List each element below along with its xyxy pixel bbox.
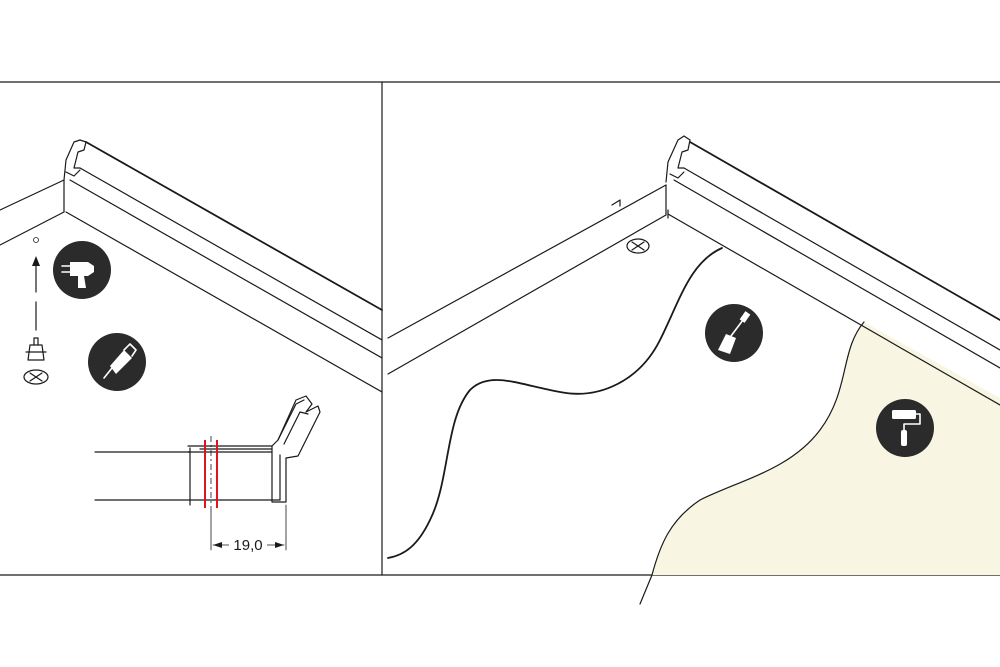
right-panel [387, 135, 1000, 605]
left-panel: 19,0 [0, 139, 383, 554]
glue-tube-icon [88, 333, 146, 391]
dimension-19: 19,0 [210, 504, 287, 554]
drill-icon [53, 241, 111, 299]
right-cornice-profile [387, 135, 1000, 406]
putty-edge [387, 247, 723, 559]
dimension-label: 19,0 [233, 537, 262, 554]
screw-anchor-icon [23, 237, 49, 385]
putty-knife-icon [705, 304, 763, 362]
paint-roller-icon [876, 399, 934, 457]
left-cornice-profile [0, 139, 383, 393]
screw-head-icon [626, 238, 650, 254]
painted-area [652, 322, 1000, 575]
cross-section-detail [94, 395, 321, 512]
